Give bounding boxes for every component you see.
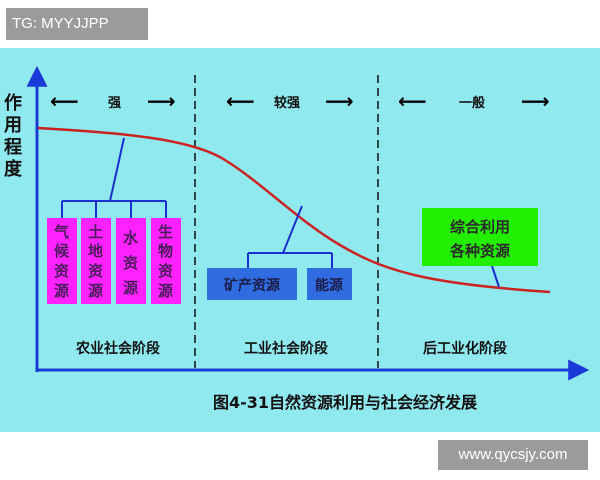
agri-resource-land-char: 地 [88,242,103,260]
y-axis-label-3: 程 [4,137,22,158]
industrial-resource-box-minerals [207,268,297,300]
agri-resource-water-char: 水 [123,229,139,247]
strength-arrow-right: ⟶ [147,89,176,113]
agri-resource-land-char: 土 [88,223,103,241]
y-axis-label-4: 度 [4,158,23,180]
strength-arrow-left: ⟵ [398,89,427,113]
industrial-resource-box-energy [307,268,352,300]
agri-resource-box-climate [47,218,77,304]
strength-arrow-right: ⟶ [521,89,550,113]
y-axis-label-2: 用 [4,115,22,136]
agri-resource-box-water [116,218,146,304]
agri-resource-biological-char: 生 [158,223,173,241]
industrial-resource-energy: 能源 [315,277,343,294]
stage-label-agri: 农业社会阶段 [75,340,160,357]
agri-resource-box-biological [151,218,181,304]
strength-post-label: 一般 [459,95,485,111]
figure-caption: 图4-31自然资源利用与社会经济发展 [213,393,478,412]
stage-label-post: 后工业化阶段 [423,340,507,357]
agri-resource-land-char: 资 [88,262,103,280]
y-axis-label-1: 作 [4,92,22,114]
strength-arrow-right: ⟶ [325,89,354,113]
post-resource-box [422,208,538,266]
agri-resource-biological-char: 物 [158,242,173,260]
agri-connector [61,137,167,218]
watermark-bottom: www.qycsjy.com [438,440,588,470]
agri-resource-biological-char: 源 [158,282,173,300]
agri-resource-box-land [81,218,111,304]
stage-label-industrial: 工业社会阶段 [244,340,328,357]
industrial-resource-minerals: 矿产资源 [224,277,280,294]
post-resource-line-1: 综合利用 [450,218,510,236]
agri-resource-climate-char: 源 [54,282,69,300]
watermark-top: TG: MYYJJPP [6,8,148,40]
strength-arrow-left: ⟵ [50,89,79,113]
post-connector [491,265,500,288]
agri-resource-land-char: 源 [88,282,103,300]
agri-resource-climate-char: 资 [54,262,69,280]
strength-agri-label: 强 [108,96,121,111]
agri-resource-water-char: 资 [123,254,138,272]
agri-resource-climate-char: 气 [53,223,69,241]
strength-arrow-left: ⟵ [226,89,255,113]
industrial-connector [247,205,333,268]
agri-resource-climate-char: 候 [54,242,70,260]
usage-curve [37,126,551,294]
agri-resource-biological-char: 资 [158,262,173,280]
strength-industrial-label: 较强 [274,95,300,111]
post-resource-line-2: 各种资源 [449,242,510,260]
agri-resource-water-char: 源 [123,279,138,297]
